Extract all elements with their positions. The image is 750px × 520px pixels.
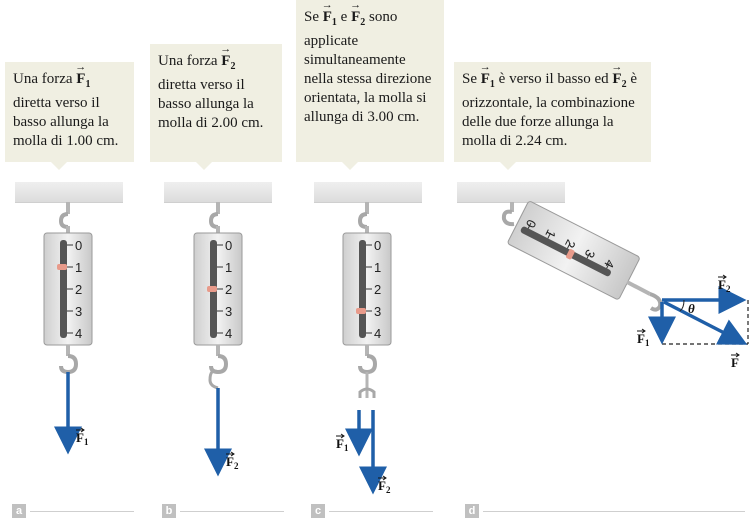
reading-marker [356,308,366,314]
spring-scale-a: 0 1 2 3 4 [43,202,93,375]
vector-symbol: F1 [480,58,495,94]
tick-label: 0 [75,238,82,253]
callout-b: Una forza F2 diretta verso il basso allu… [150,40,282,170]
callout-text: Una forza [158,53,222,69]
force-arrow-resultant [663,300,748,345]
callout-text: diretta verso il basso allunga la molla … [13,95,119,149]
bottom-hook [649,292,663,312]
panel-badge-c: c [311,504,325,518]
reading-marker [57,264,67,270]
vector-arrow-mark [731,352,740,358]
label-f1: F1 [76,430,89,447]
callout-text: sono applicate simultaneamente nella ste… [304,9,432,125]
vector-arrow-mark [336,433,345,439]
tick-label: 1 [75,260,82,275]
badge-line-d [483,511,745,512]
tick-label: 4 [225,326,232,341]
callout-d: Se F1 è verso il basso ed F2 è orizzonta… [454,58,651,170]
rod-hook [358,387,376,398]
tick-mark [586,252,591,259]
hanger-rod [626,280,651,296]
top-hook [58,212,69,229]
vector-symbol: F2 [611,58,626,94]
tick-label: 3 [225,304,232,319]
tick-label: 1 [374,260,381,275]
tick-label: 1 [225,260,232,275]
label-f2: F2 [718,277,731,294]
vector-arrow-mark [718,274,727,280]
tick-label: 2 [374,282,381,297]
tick-label: 0 [225,238,232,253]
tick-label: 4 [75,326,82,341]
callout-text: Se [304,9,323,25]
tick-label: 3 [75,304,82,319]
label-resultant: F [731,355,739,370]
top-hook [501,209,515,227]
callout-text: Se [462,71,481,87]
label-f2: F2 [378,478,391,495]
label-f1: F1 [637,331,650,348]
scale-body [507,201,640,300]
top-hook [357,212,368,229]
tick-mark [527,222,532,229]
spring-scale-b: 0 1 2 3 4 [193,202,243,375]
callout-a: Una forza F1 diretta verso il basso allu… [5,58,134,170]
vector-symbol: F1 [322,0,337,32]
bottom-hook [358,354,378,375]
bottom-hook [209,354,229,375]
tick-mark [606,262,610,269]
badge-line-c [329,511,433,512]
spring-scale-c: 0 1 2 3 4 [342,202,392,375]
vector-arrow-mark [637,328,646,334]
tick-label: 0 [374,238,381,253]
callout-text: diretta verso il basso allunga la molla … [158,77,264,131]
callout-c: Se F1 e F2 sono applicate simultaneament… [296,0,444,170]
vector-symbol: F2 [350,0,365,32]
tick-mark [547,232,552,239]
tick-mark [566,242,571,249]
vector-symbol: F1 [75,58,90,94]
callout-text: Una forza [13,71,77,87]
panel-badge-a: a [12,504,26,518]
tick-label: 2 [75,282,82,297]
reading-marker [207,286,217,292]
tick-label: 4 [374,326,381,341]
callout-text: è orizzontale, la combinazione delle due… [462,71,637,149]
tick-label: 2 [225,282,232,297]
angle-label: θ [688,301,695,316]
vector-arrow-mark [378,475,387,481]
vector-arrow-mark [226,451,235,457]
rod-hook [208,369,219,390]
scale-track [520,226,611,277]
panel-badge-d: d [465,504,479,518]
top-hook [208,212,219,229]
callout-text: è verso il basso ed [494,71,613,87]
label-f1: F1 [336,436,349,453]
badge-line-b [180,511,284,512]
reading-marker [566,249,575,260]
scale-track [60,240,67,338]
badge-line-a [30,511,134,512]
label-f2: F2 [226,454,239,471]
vector-arrow-mark [76,427,85,433]
vector-symbol: F2 [220,40,235,76]
angle-arc [679,299,685,312]
panel-badge-b: b [162,504,176,518]
bottom-hook [59,354,79,375]
tick-label: 3 [374,304,381,319]
scale-track [359,240,366,338]
callout-text: e [336,9,352,25]
